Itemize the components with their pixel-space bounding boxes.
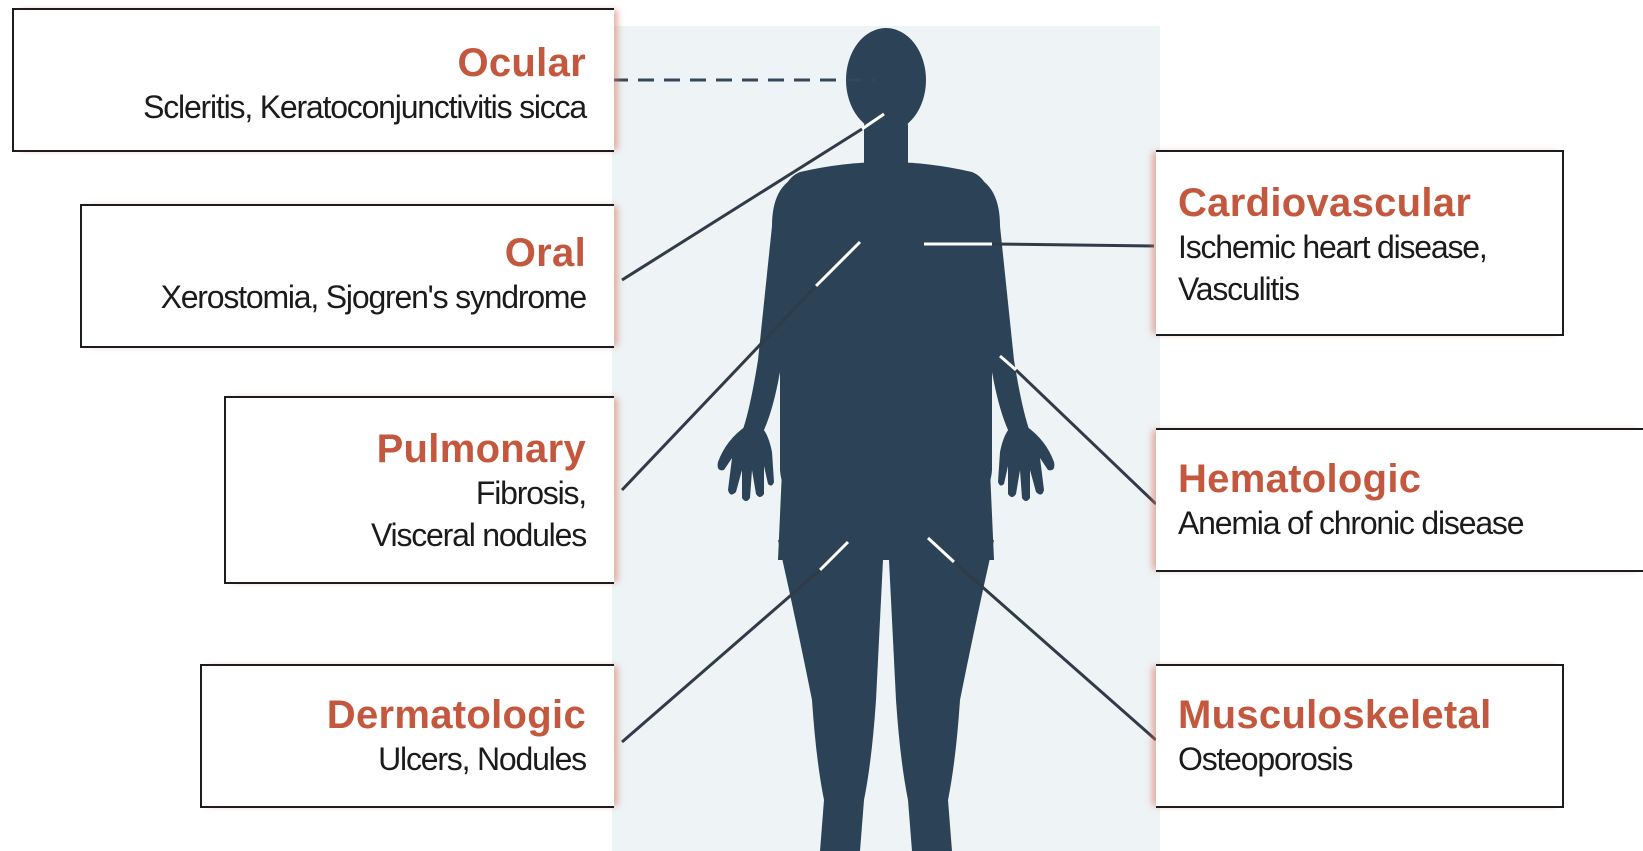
ocular-title: Ocular bbox=[14, 40, 586, 86]
cardiovascular-box: Cardiovascular Ischemic heart disease, V… bbox=[1156, 150, 1564, 336]
oral-description: Xerostomia, Sjogren's syndrome bbox=[82, 276, 586, 318]
pulmonary-title: Pulmonary bbox=[226, 426, 586, 472]
pulmonary-box: Pulmonary Fibrosis, Visceral nodules bbox=[224, 396, 614, 584]
human-silhouette bbox=[718, 28, 1055, 851]
musculoskeletal-box: Musculoskeletal Osteoporosis bbox=[1156, 664, 1564, 808]
ocular-box: Ocular Scleritis, Keratoconjunctivitis s… bbox=[12, 8, 614, 152]
dermatologic-description: Ulcers, Nodules bbox=[202, 738, 586, 780]
hematologic-description: Anemia of chronic disease bbox=[1178, 502, 1643, 544]
musculoskeletal-description: Osteoporosis bbox=[1178, 738, 1562, 780]
cardiovascular-description-line2: Vasculitis bbox=[1178, 268, 1562, 310]
hematologic-title: Hematologic bbox=[1178, 456, 1643, 502]
pulmonary-description-line2: Visceral nodules bbox=[226, 514, 586, 556]
cardiovascular-description-line1: Ischemic heart disease, bbox=[1178, 226, 1562, 268]
dermatologic-title: Dermatologic bbox=[202, 692, 586, 738]
musculoskeletal-title: Musculoskeletal bbox=[1178, 692, 1562, 738]
ocular-description: Scleritis, Keratoconjunctivitis sicca bbox=[14, 86, 586, 128]
cardiovascular-title: Cardiovascular bbox=[1178, 180, 1562, 226]
dermatologic-box: Dermatologic Ulcers, Nodules bbox=[200, 664, 614, 808]
oral-box: Oral Xerostomia, Sjogren's syndrome bbox=[80, 204, 614, 348]
pulmonary-description-line1: Fibrosis, bbox=[226, 472, 586, 514]
hematologic-box: Hematologic Anemia of chronic disease bbox=[1156, 428, 1643, 572]
oral-title: Oral bbox=[82, 230, 586, 276]
